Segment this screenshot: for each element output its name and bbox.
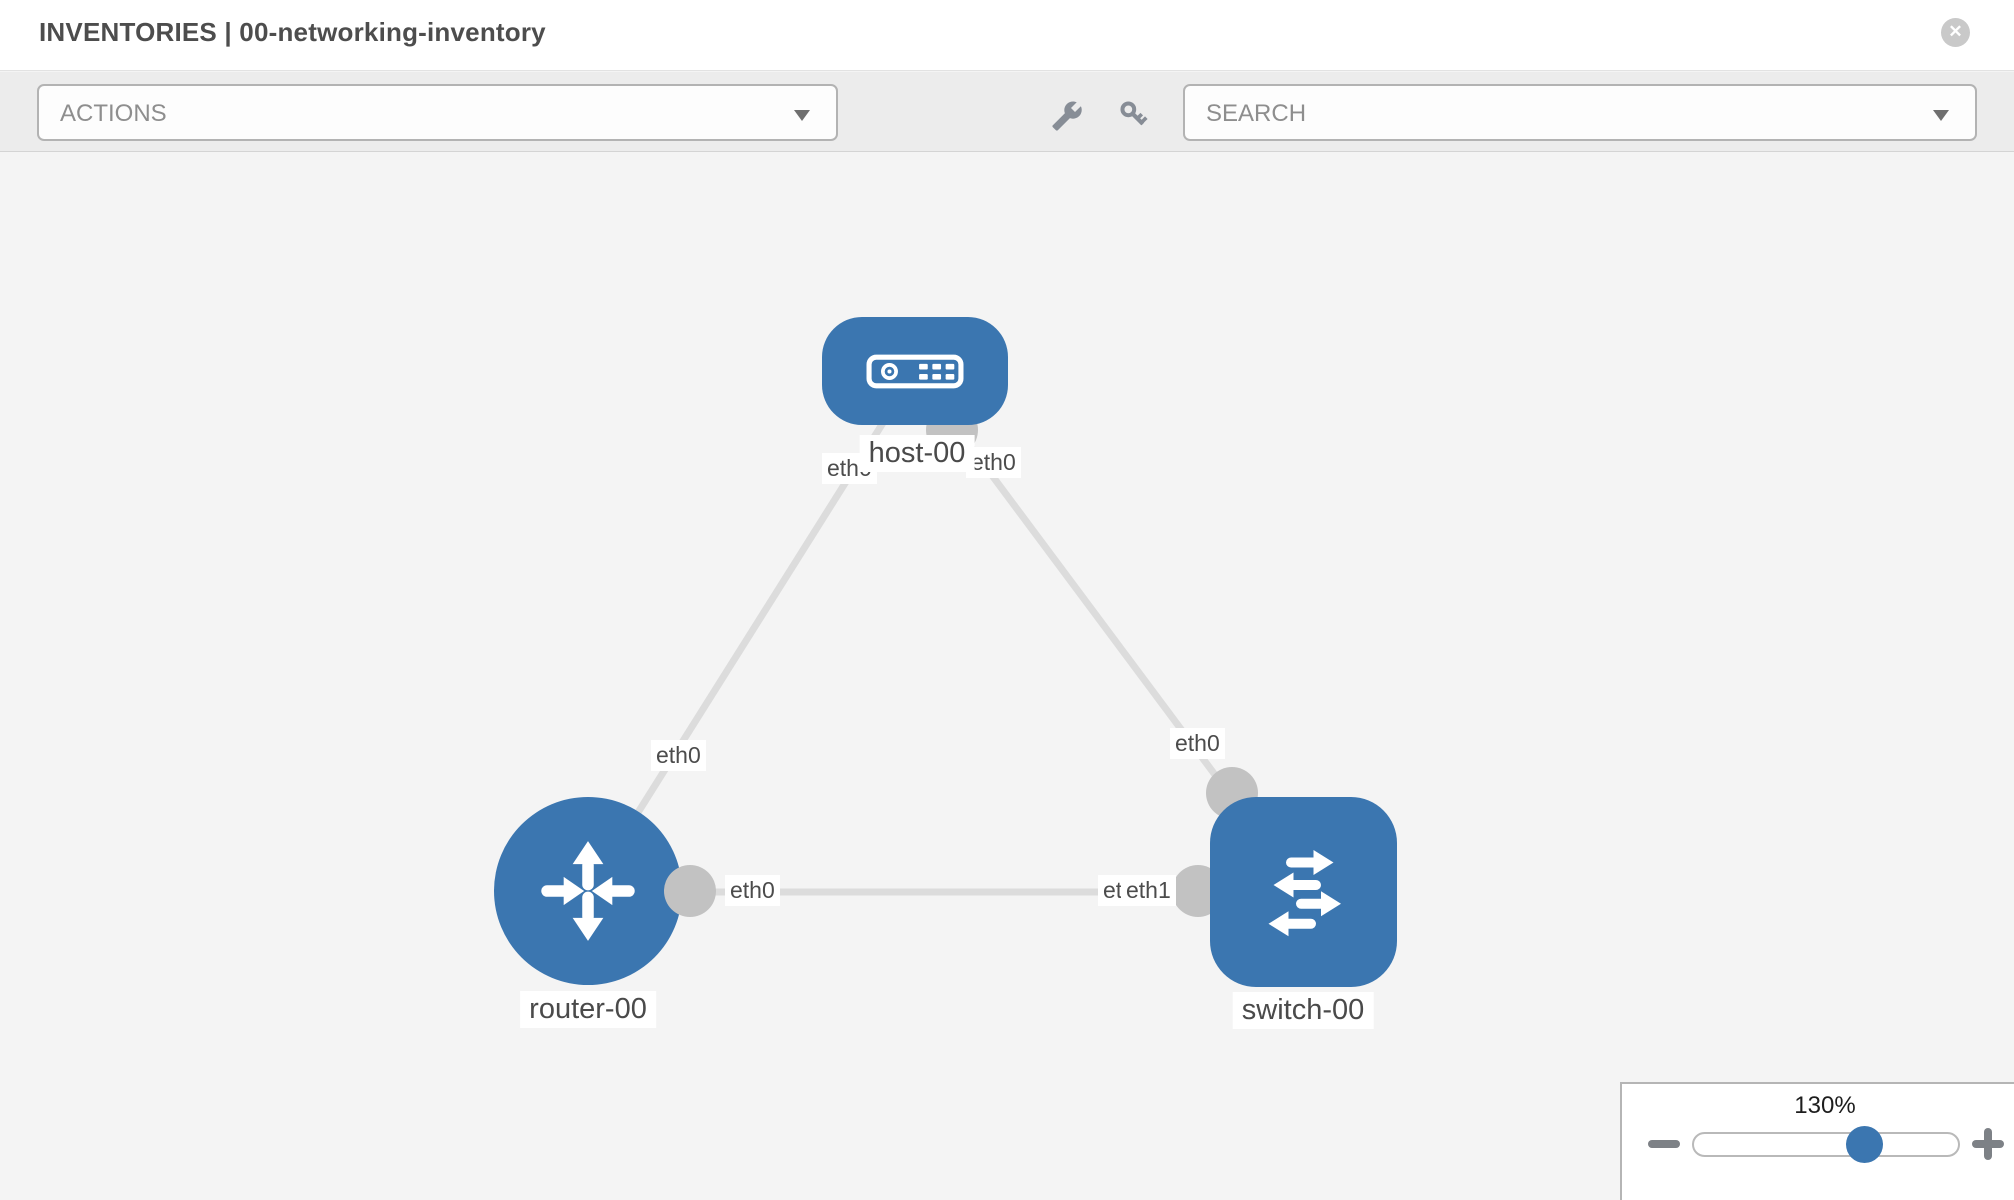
iface-label-host-eth0-right: eth0 (966, 447, 1021, 478)
close-button[interactable]: ✕ (1941, 18, 1970, 47)
interface-dot-router-right (664, 865, 716, 917)
node-label-switch: switch-00 (1232, 992, 1374, 1029)
chevron-down-icon (794, 110, 810, 121)
zoom-in-button[interactable] (1972, 1128, 2004, 1160)
node-label-router: router-00 (520, 991, 656, 1028)
actions-dropdown[interactable]: ACTIONS (37, 84, 838, 141)
header: INVENTORIES | 00-networking-inventory ✕ (0, 0, 2014, 71)
switch-icon (1268, 849, 1341, 936)
host-icon (866, 354, 964, 388)
wrench-icon[interactable] (1051, 100, 1083, 132)
iface-label-router-eth0-right: eth0 (725, 875, 780, 906)
chevron-down-icon (1933, 110, 1949, 121)
toolbar: ACTIONS SEARCH (0, 72, 2014, 152)
zoom-out-button[interactable] (1648, 1140, 1680, 1148)
close-icon: ✕ (1948, 22, 1963, 41)
zoom-slider-thumb[interactable] (1846, 1126, 1883, 1163)
node-switch[interactable] (1210, 797, 1397, 987)
actions-dropdown-label: ACTIONS (60, 100, 167, 127)
search-dropdown[interactable]: SEARCH (1183, 84, 1977, 141)
page-title: INVENTORIES | 00-networking-inventory (39, 17, 546, 47)
zoom-panel: 130% (1620, 1082, 2014, 1200)
zoom-slider-track[interactable] (1692, 1132, 1960, 1157)
zoom-level: 130% (1794, 1092, 1856, 1119)
iface-label-switch-eth1: eth1 (1121, 875, 1176, 906)
node-router[interactable] (494, 797, 682, 985)
node-label-host: host-00 (859, 435, 975, 472)
search-dropdown-label: SEARCH (1206, 100, 1307, 127)
iface-label-switch-eth0-top: eth0 (1170, 728, 1225, 759)
iface-label-router-eth0-up: eth0 (651, 740, 706, 771)
key-icon[interactable] (1119, 100, 1151, 132)
router-icon (541, 841, 635, 941)
topology-canvas[interactable]: eth0 eth0 eth0 eth0 eth0 eth0 eth1 host-… (0, 153, 2014, 1200)
node-host[interactable] (822, 317, 1008, 425)
links-layer (585, 369, 1306, 917)
